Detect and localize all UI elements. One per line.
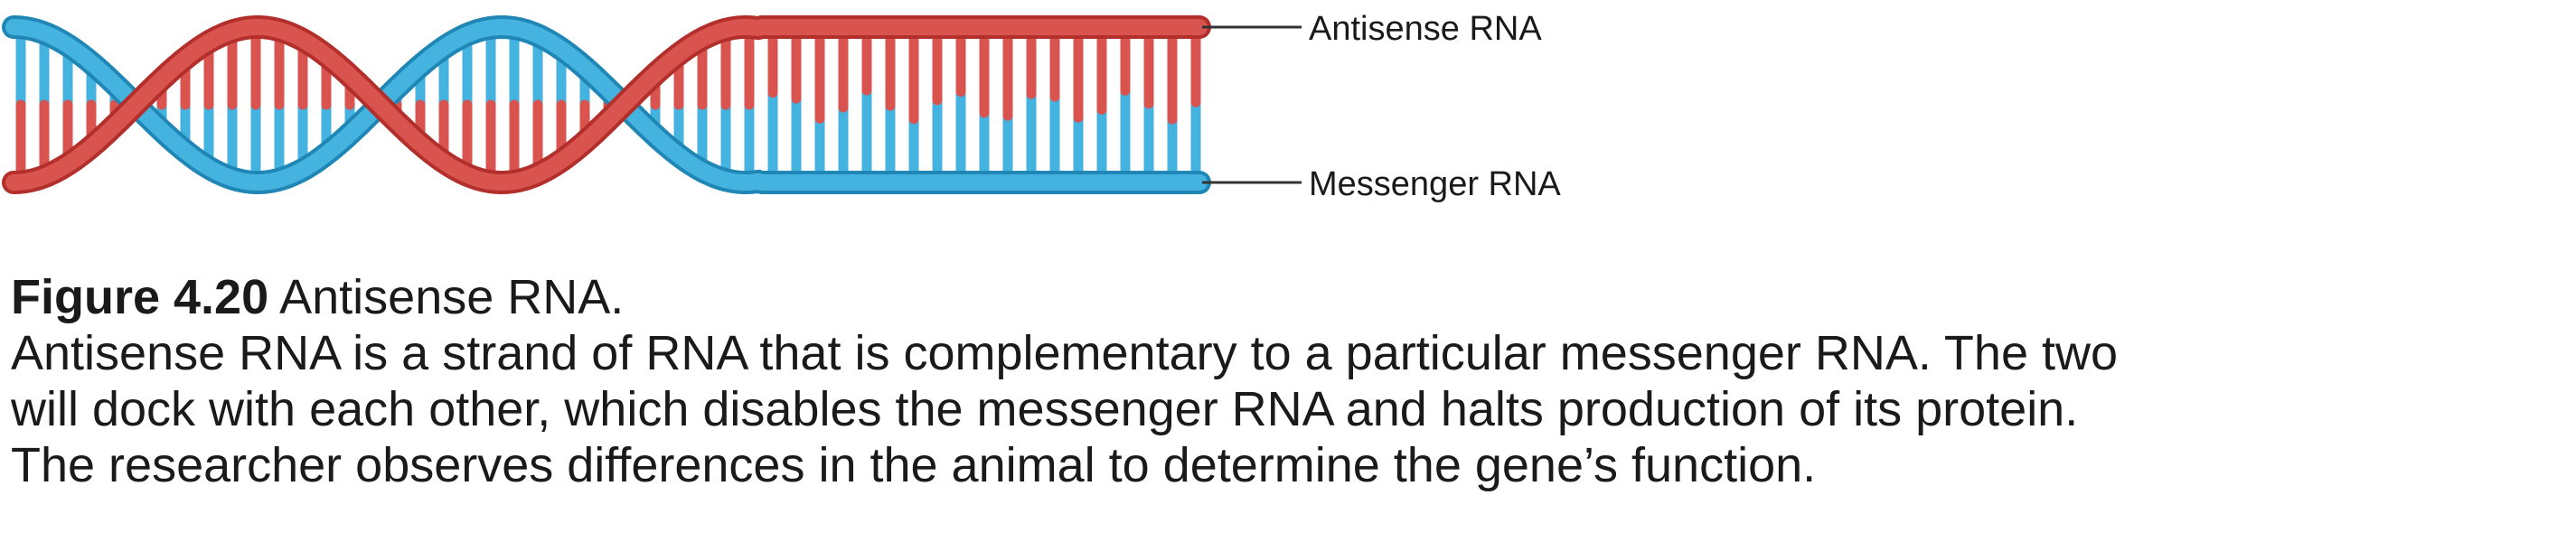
- messenger-rna-label: Messenger RNA: [1309, 165, 1561, 203]
- antisense-rna-strand: [5, 19, 1208, 191]
- figure-title: Antisense RNA.: [268, 270, 625, 324]
- caption-title: Figure 4.20 Antisense RNA.: [11, 269, 2569, 325]
- figure-caption: Figure 4.20 Antisense RNA. Antisense RNA…: [11, 269, 2569, 493]
- antisense-rna-label: Antisense RNA: [1309, 10, 1542, 48]
- caption-line-3: The researcher observes differences in t…: [11, 438, 1817, 492]
- antisense-rna-diagram: Antisense RNA Messenger RNA: [2, 10, 1561, 203]
- figure-number: Figure 4.20: [11, 270, 269, 324]
- rna-strands: [2, 15, 1211, 194]
- caption-line-2: will dock with each other, which disable…: [11, 382, 2079, 436]
- caption-line-1: Antisense RNA is a strand of RNA that is…: [11, 326, 2119, 380]
- messenger-rna-strand: [5, 19, 1208, 191]
- callouts: Antisense RNA Messenger RNA: [1202, 10, 1561, 203]
